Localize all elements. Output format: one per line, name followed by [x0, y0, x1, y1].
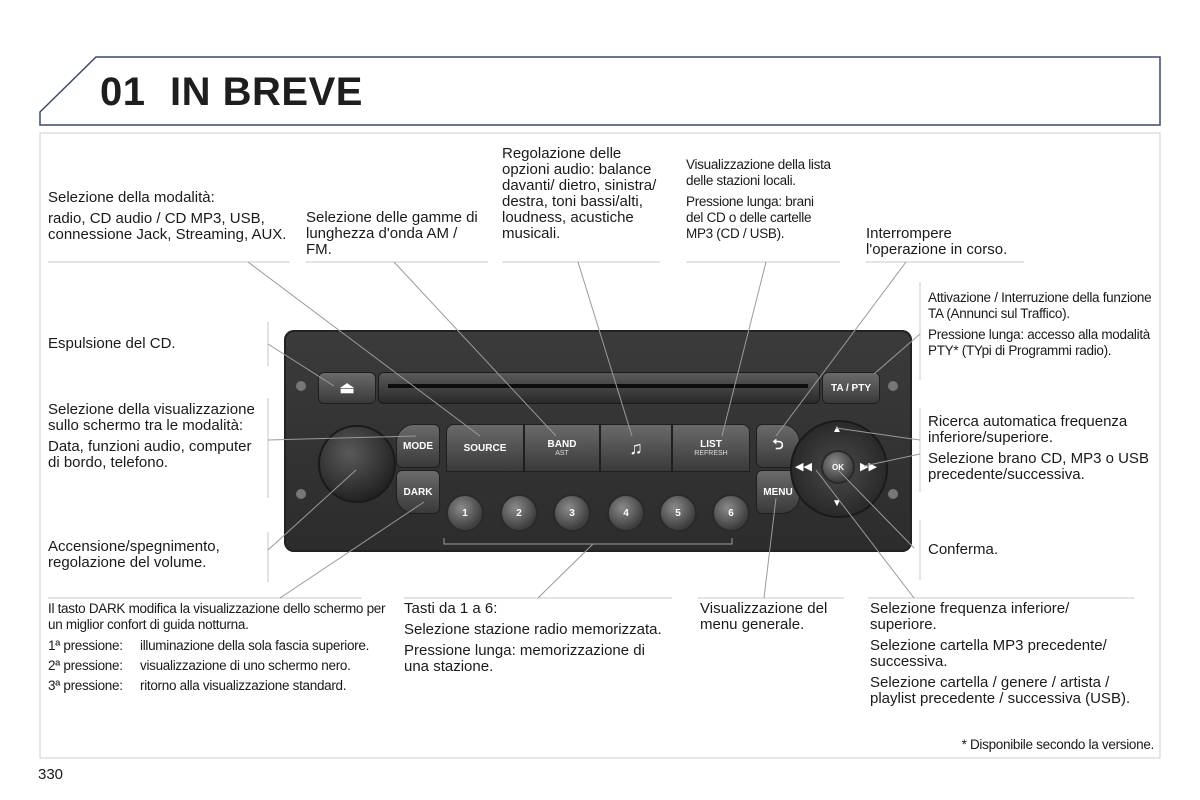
- arrow-down-icon[interactable]: ▼: [832, 498, 842, 509]
- presets-title: Tasti da 1 a 6:: [404, 600, 498, 617]
- eject-button[interactable]: ⏏: [318, 372, 376, 404]
- preset-button-3[interactable]: 3: [553, 494, 591, 532]
- dark-button[interactable]: DARK: [396, 470, 440, 514]
- power-label-text: Accensione/spegnimento, regolazione del …: [48, 538, 220, 571]
- folder-genre-desc: Selezione cartella / genere / artista / …: [870, 674, 1131, 707]
- mode-screen-label: Selezione della visualizzazione sullo sc…: [48, 402, 266, 476]
- preset-button-4[interactable]: 4: [607, 494, 645, 532]
- band-label-text: Selezione delle gamme di lunghezza d'ond…: [306, 209, 478, 258]
- presets-select: Selezione stazione radio memorizzata.: [404, 621, 662, 638]
- presets-label-text: Tasti da 1 a 6: Selezione stazione radio…: [404, 601, 672, 680]
- list-sub-label: REFRESH: [694, 450, 728, 457]
- band-label: BAND: [547, 439, 577, 450]
- preset-label: 5: [675, 507, 681, 519]
- press-key: 3ª pressione:: [48, 678, 123, 693]
- preset-button-5[interactable]: 5: [659, 494, 697, 532]
- mode-select-desc: radio, CD audio / CD MP3, USB, connessio…: [48, 210, 287, 243]
- mode-screen-title: Selezione della visualizzazione sullo sc…: [48, 401, 255, 434]
- preset-label: 4: [623, 507, 629, 519]
- press-text: illuminazione della sola fascia superior…: [140, 638, 370, 653]
- dark-label: DARK: [403, 486, 433, 498]
- ok-button[interactable]: OK: [821, 450, 855, 484]
- press-key: 1ª pressione:: [48, 638, 123, 653]
- presets-long-press: Pressione lunga: memorizzazione di una s…: [404, 642, 645, 675]
- dark-press-2: 2ª pressione: visualizzazione di uno sche…: [48, 658, 388, 674]
- mode-screen-desc: Data, funzioni audio, computer di bordo,…: [48, 438, 252, 471]
- preset-button-6[interactable]: 6: [712, 494, 750, 532]
- audio-options-label: Regolazione delle opzioni audio: balance…: [502, 145, 657, 242]
- arrow-left-icon[interactable]: ◀◀: [795, 461, 812, 473]
- audio-settings-button[interactable]: ♫: [600, 424, 672, 472]
- mode-select-label: Selezione della modalità: radio, CD audi…: [48, 190, 288, 248]
- arrow-up-icon[interactable]: ▲: [832, 424, 842, 435]
- preset-label: 3: [569, 507, 575, 519]
- mp3-folder-desc: Selezione cartella MP3 precedente/ succe…: [870, 637, 1107, 670]
- band-sub-label: AST: [555, 450, 569, 457]
- cd-slot: [378, 372, 820, 404]
- screw-icon: [296, 381, 306, 391]
- arrow-right-icon[interactable]: ▶▶: [860, 461, 877, 473]
- menu-label: MENU: [763, 486, 793, 498]
- preset-label: 6: [728, 507, 734, 519]
- list-desc: Visualizzazione della lista delle stazio…: [686, 157, 831, 188]
- preset-label: 1: [462, 507, 468, 519]
- source-button[interactable]: SOURCE: [446, 424, 524, 472]
- page-number: 330: [38, 766, 64, 783]
- dark-press-3: 3ª pressione: ritorno alla visualizzazion…: [48, 678, 388, 694]
- menu-label-text: Visualizzazione del menu generale.: [700, 600, 828, 633]
- screw-icon: [888, 381, 898, 391]
- preset-button-1[interactable]: 1: [446, 494, 484, 532]
- ta-pty-label-text: Attivazione / Interruzione della funzion…: [928, 290, 1153, 364]
- dark-intro: Il tasto DARK modifica la visualizzazion…: [48, 601, 386, 632]
- preset-button-2[interactable]: 2: [500, 494, 538, 532]
- ta-pty-label: TA / PTY: [831, 382, 871, 394]
- chapter-number: 01: [100, 70, 146, 114]
- freq-desc: Selezione frequenza inferiore/ superiore…: [870, 600, 1070, 633]
- eject-icon: ⏏: [339, 380, 355, 397]
- eject-label-text: Espulsione del CD.: [48, 335, 176, 352]
- list-label-text: Visualizzazione della lista delle stazio…: [686, 157, 831, 247]
- seek-label-text: Ricerca automatica frequenza inferiore/s…: [928, 414, 1153, 488]
- chapter-title: IN BREVE: [170, 70, 363, 114]
- screw-icon: [888, 489, 898, 499]
- list-long-press: Pressione lunga: brani del CD o delle ca…: [686, 194, 814, 241]
- mode-label: MODE: [403, 440, 433, 452]
- dark-label-text: Il tasto DARK modifica la visualizzazion…: [48, 601, 388, 694]
- press-text: visualizzazione di uno schermo nero.: [140, 658, 351, 673]
- screw-icon: [296, 489, 306, 499]
- list-label: LIST: [700, 439, 722, 450]
- mode-select-title: Selezione della modalità:: [48, 189, 215, 206]
- ta-pty-button[interactable]: TA / PTY: [822, 372, 880, 404]
- confirm-label-text: Conferma.: [928, 541, 999, 558]
- cd-slot-opening: [388, 384, 808, 388]
- back-arrow-icon: ⮌: [772, 436, 784, 452]
- press-text: ritorno alla visualizzazione standard.: [140, 678, 347, 693]
- press-key: 2ª pressione:: [48, 658, 123, 673]
- track-desc: Selezione brano CD, MP3 o USB precedente…: [928, 450, 1149, 483]
- ok-label: OK: [832, 462, 844, 472]
- mode-button[interactable]: MODE: [396, 424, 440, 468]
- footnote: * Disponibile secondo la versione.: [961, 737, 1155, 752]
- back-label-text: Interrompere l'operazione in corso.: [866, 225, 1008, 258]
- dark-press-1: 1ª pressione: illuminazione della sola fa…: [48, 638, 388, 654]
- ta-desc: Attivazione / Interruzione della funzion…: [928, 290, 1152, 321]
- source-label: SOURCE: [463, 442, 507, 454]
- preset-label: 2: [516, 507, 522, 519]
- seek-desc: Ricerca automatica frequenza inferiore/s…: [928, 413, 1128, 446]
- volume-knob[interactable]: [318, 425, 396, 503]
- ta-long-press: Pressione lunga: accesso alla modalità P…: [928, 327, 1150, 358]
- freq-label-text: Selezione frequenza inferiore/ superiore…: [870, 601, 1140, 712]
- music-note-icon: ♫: [629, 437, 643, 458]
